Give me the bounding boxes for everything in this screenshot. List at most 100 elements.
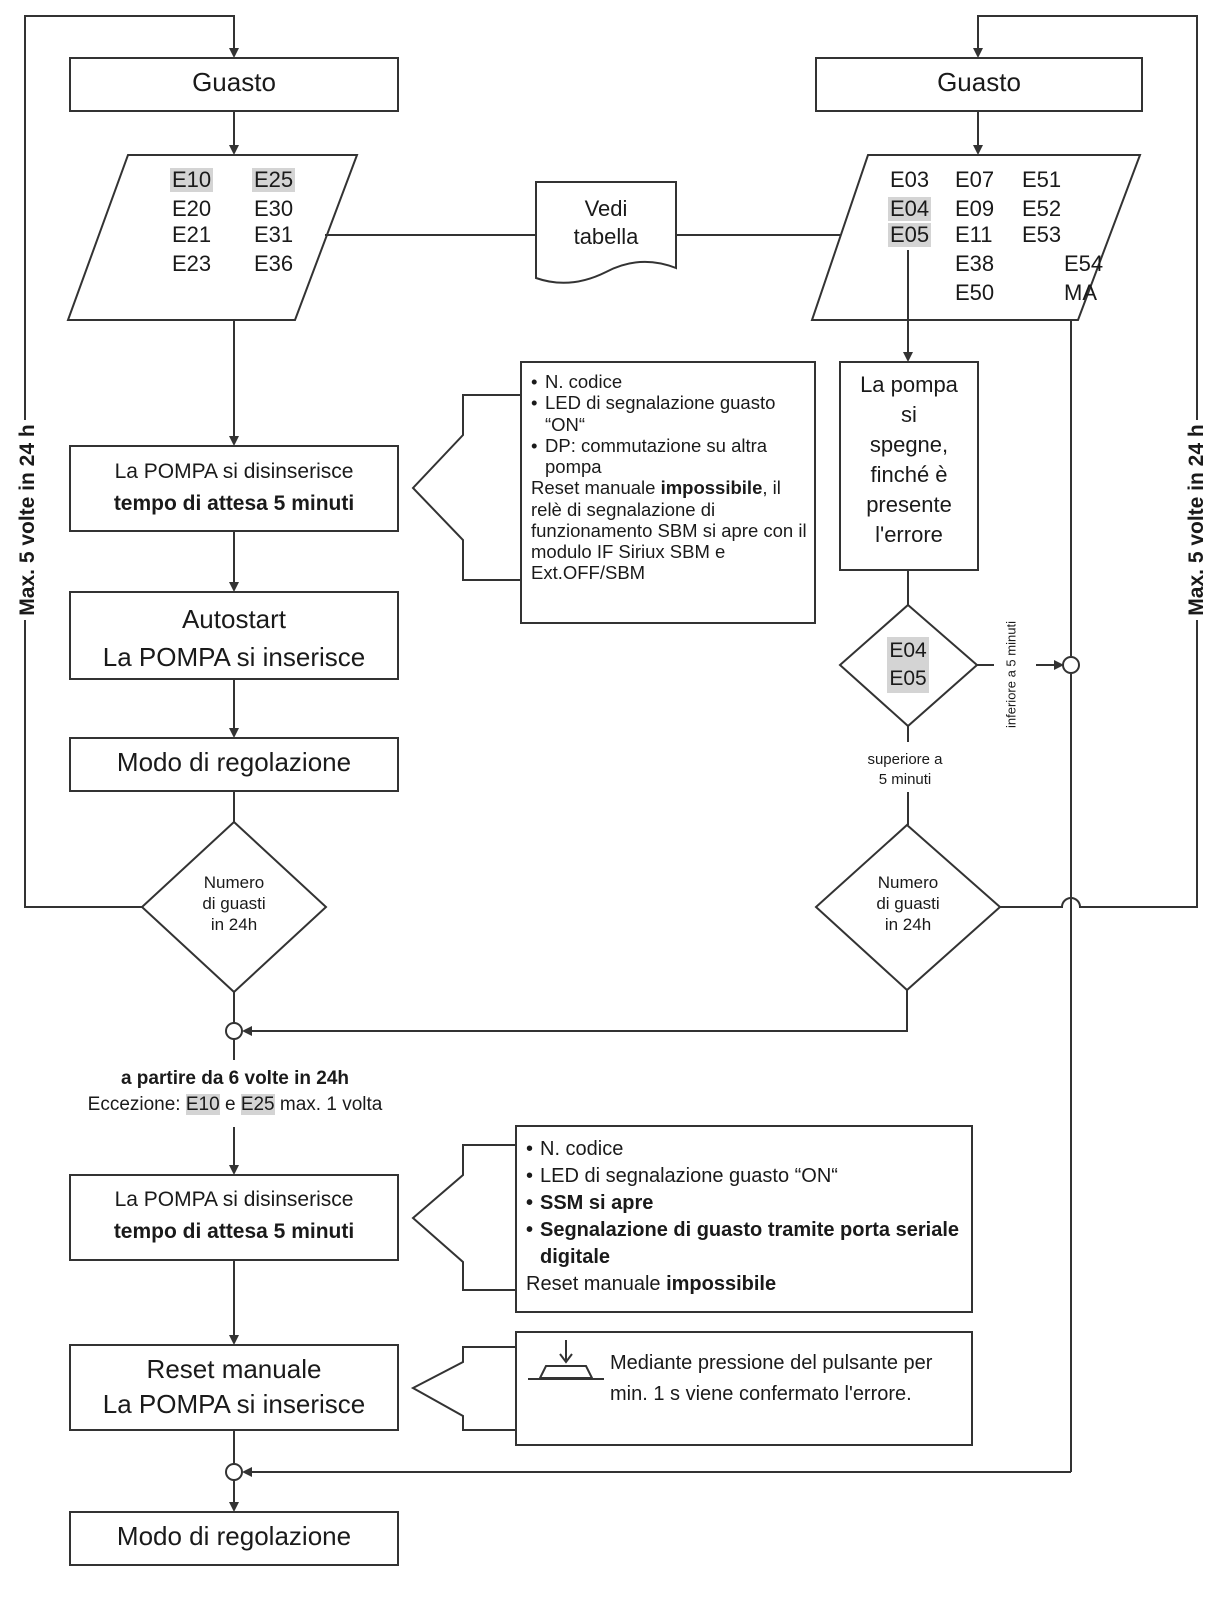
right-more-line1: superiore a (867, 751, 943, 768)
left-fault-box (69, 57, 399, 112)
left-codes-parallelogram (66, 154, 359, 321)
left-count-line3: in 24h (210, 915, 258, 934)
left-count-line2: di guasti (202, 894, 266, 913)
note1-reset-suffix: , il relè di segnalazione di funzionamen… (531, 477, 807, 584)
code-e04: E04 (888, 196, 932, 221)
lower-pump-off-label: La POMPA si disinserisce tempo di attesa… (70, 1184, 398, 1248)
threshold-code2: E25 (240, 1094, 275, 1115)
right-more-line2: 5 minuti (878, 771, 932, 788)
left-autostart-line1: Autostart (181, 604, 287, 634)
lower-pump-off-line2: tempo di attesa 5 minuti (113, 1220, 355, 1243)
lower-control-mode-label: Modo di regolazione (116, 1521, 352, 1551)
threshold-exception-prefix: Eccezione: (87, 1094, 186, 1115)
right-pump-stops-box (839, 361, 979, 571)
lower-reset-line1: Reset manuale (146, 1354, 322, 1384)
left-autostart-label: Autostart La POMPA si inserisce (70, 600, 398, 676)
note2-reset-bold: impossibile (666, 1273, 777, 1295)
lower-reset-label: Reset manuale La POMPA si inserisce (70, 1352, 398, 1422)
right-pump-stops-line6: l'errore (875, 522, 943, 547)
left-autostart-box (69, 591, 399, 680)
code-e10: E10 (170, 167, 214, 192)
doc-line2: tabella (573, 224, 639, 249)
right-side-label: Max. 5 volte in 24 h (1185, 420, 1209, 620)
code-e20: E20 (172, 196, 212, 221)
note1-reset: Reset manuale impossibile, il relè di se… (531, 477, 811, 583)
right-less-label: inferiore a 5 minuti (1003, 621, 1019, 728)
code-e05: E05 (888, 222, 932, 247)
right-count-line3: in 24h (884, 915, 932, 934)
code-e03: E03 (890, 167, 930, 192)
note1-bullet2: LED di segnalazione guasto “ON“ (531, 392, 811, 435)
note2-arrow (411, 1144, 517, 1291)
right-decision-label: E04 E05 (868, 637, 948, 693)
code-e11: E11 (955, 222, 993, 247)
right-pump-stops-line1: La pompa (860, 372, 958, 397)
right-count-line2: di guasti (876, 894, 940, 913)
right-pump-stops-line5: presente (866, 492, 952, 517)
lower-reset-box (69, 1344, 399, 1431)
left-pump-off-label: La POMPA si disinserisce tempo di attesa… (70, 456, 398, 520)
right-pump-stops-label: La pompa si spegne, finché è presente l'… (840, 370, 978, 550)
note1-reset-bold: impossibile (660, 477, 763, 499)
left-count-label: Numero di guasti in 24h (164, 872, 304, 935)
code-e51: E51 (1022, 167, 1062, 192)
left-control-mode-label: Modo di regolazione (116, 747, 352, 777)
code-e31: E31 (254, 222, 294, 247)
threshold-line2: Eccezione: E10 e E25 max. 1 volta (20, 1092, 450, 1118)
note2-bullet4: Segnalazione di guasto tramite porta ser… (526, 1217, 966, 1271)
code-e52: E52 (1022, 196, 1062, 221)
code-e38: E38 (955, 251, 995, 276)
note1-reset-prefix: Reset manuale (531, 477, 661, 499)
note2-bullet1: N. codice (526, 1136, 966, 1163)
left-fault-title: Guasto (192, 67, 276, 97)
left-side-label: Max. 5 volte in 24 h (16, 420, 40, 620)
right-count-line1: Numero (877, 873, 939, 892)
threshold-and: e (219, 1094, 241, 1115)
doc-label: Vedi tabella (536, 195, 676, 251)
note2-bullet2: LED di segnalazione guasto “ON“ (526, 1163, 966, 1190)
threshold-line1: a partire da 6 volte in 24h (120, 1068, 350, 1089)
code-ma: MA (1064, 280, 1097, 305)
left-pump-off-line2: tempo di attesa 5 minuti (113, 492, 355, 515)
left-count-line1: Numero (203, 873, 265, 892)
right-pump-stops-line2: si (901, 402, 917, 427)
code-e23: E23 (172, 251, 212, 276)
note2-reset: Reset manuale impossibile (526, 1271, 966, 1298)
note2-bullet3: SSM si apre (526, 1190, 966, 1217)
right-pump-stops-line3: spegne, (869, 432, 949, 457)
note1-bullet3: DP: commutazione su altra pompa (531, 435, 811, 478)
lower-pump-off-line1: La POMPA si disinserisce (114, 1188, 354, 1211)
note3-text: Mediante pressione del pulsante per min.… (610, 1352, 933, 1405)
note1-bullet1: N. codice (531, 371, 811, 393)
merge-junction-2 (225, 1463, 243, 1481)
code-e36: E36 (254, 251, 294, 276)
right-codes-parallelogram (810, 154, 1142, 321)
code-e09: E09 (955, 196, 995, 221)
code-e54: E54 (1064, 251, 1104, 276)
left-control-mode-box (69, 737, 399, 792)
right-decision-line2: E05 (887, 665, 929, 693)
code-e25: E25 (252, 167, 296, 192)
threshold-label: a partire da 6 volte in 24h Eccezione: E… (20, 1066, 450, 1118)
note2-text: N. codice LED di segnalazione guasto “ON… (526, 1136, 966, 1298)
right-fault-box (815, 57, 1143, 112)
code-e53: E53 (1022, 222, 1062, 247)
threshold-exception-suffix: max. 1 volta (274, 1094, 383, 1115)
doc-shape (535, 181, 677, 284)
lower-reset-line2: La POMPA si inserisce (102, 1389, 366, 1419)
right-more-label: superiore a 5 minuti (840, 750, 970, 790)
lower-control-mode-box (69, 1511, 399, 1566)
note1-text: N. codice LED di segnalazione guasto “ON… (531, 371, 811, 584)
doc-line1: Vedi (584, 196, 628, 221)
note3-box (515, 1331, 973, 1446)
code-e07: E07 (955, 167, 995, 192)
note1-arrow (411, 394, 522, 581)
code-e21: E21 (172, 222, 212, 247)
push-button-icon (528, 1340, 604, 1380)
right-fault-title: Guasto (937, 67, 1021, 97)
note3-arrow (410, 1346, 517, 1431)
left-pump-off-line1: La POMPA si disinserisce (114, 460, 354, 483)
right-pump-stops-line4: finché è (870, 462, 948, 487)
note2-reset-prefix: Reset manuale (526, 1273, 667, 1295)
right-junction (1062, 656, 1080, 674)
